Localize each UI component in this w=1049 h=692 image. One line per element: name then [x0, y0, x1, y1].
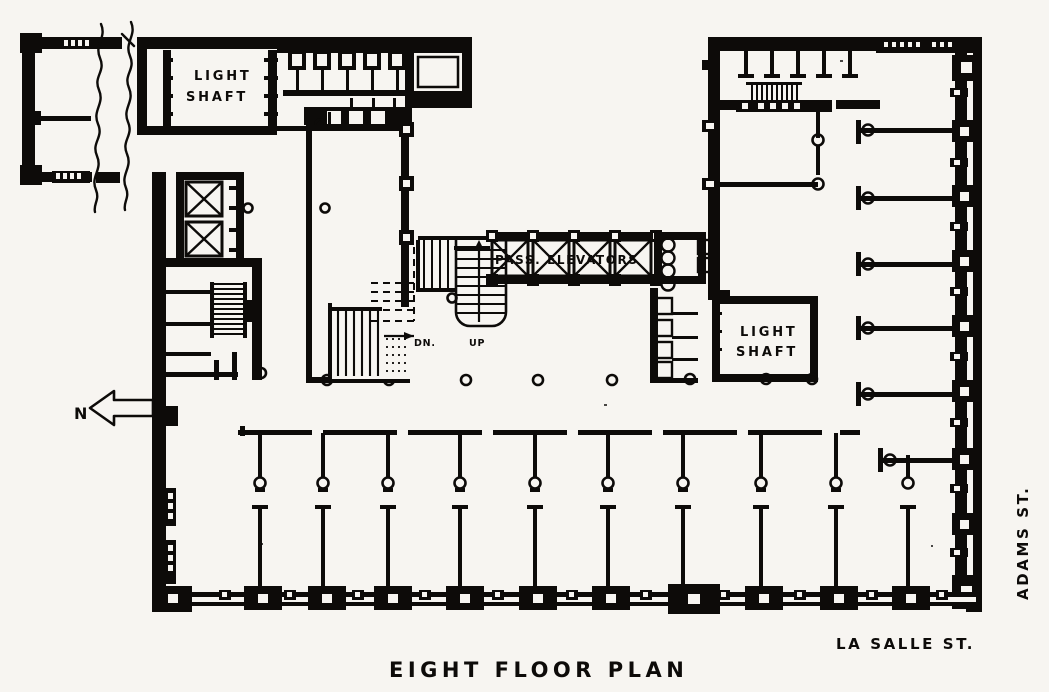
light-shaft-lower	[712, 296, 819, 386]
stair-up	[446, 240, 508, 328]
page-title: EIGHT FLOOR PLAN	[389, 658, 688, 682]
left-truncated-wing	[20, 33, 122, 185]
stair-down-label: DN.	[414, 338, 436, 349]
freight-elevators	[176, 172, 244, 262]
west-service-wing	[152, 172, 262, 612]
north-interior-partitions	[304, 98, 412, 130]
south-office-partitions	[238, 426, 916, 590]
stair-down	[328, 247, 415, 381]
south-facade-wall	[152, 584, 982, 614]
break-line-right	[120, 20, 136, 212]
stair-landing-upper	[416, 240, 456, 292]
northeast-wing	[702, 37, 880, 300]
north-facade-wall	[277, 37, 472, 108]
north-arrow	[88, 389, 155, 427]
east-facade-wall	[876, 37, 982, 612]
light-shaft-upper	[137, 37, 317, 135]
light-shaft-upper-label-line2: SHAFT	[186, 90, 248, 105]
west-facade-piers	[166, 406, 178, 584]
adams-street-label: ADAMS ST.	[1014, 486, 1032, 600]
light-shaft-lower-label-line2: SHAFT	[736, 345, 798, 360]
east-office-partitions	[856, 120, 954, 472]
north-arrow-label: N	[74, 404, 88, 423]
stair-up-label: UP	[469, 338, 485, 349]
light-shaft-upper-label-line1: LIGHT	[194, 69, 252, 84]
light-shaft-lower-label-line1: LIGHT	[740, 325, 798, 340]
toilet-room	[650, 232, 716, 386]
paper-specks	[261, 60, 933, 547]
passenger-elevators-label: PASS. ELEVATORS	[495, 253, 639, 267]
la-salle-street-label: LA SALLE ST.	[836, 635, 975, 653]
break-line-left	[93, 22, 104, 214]
